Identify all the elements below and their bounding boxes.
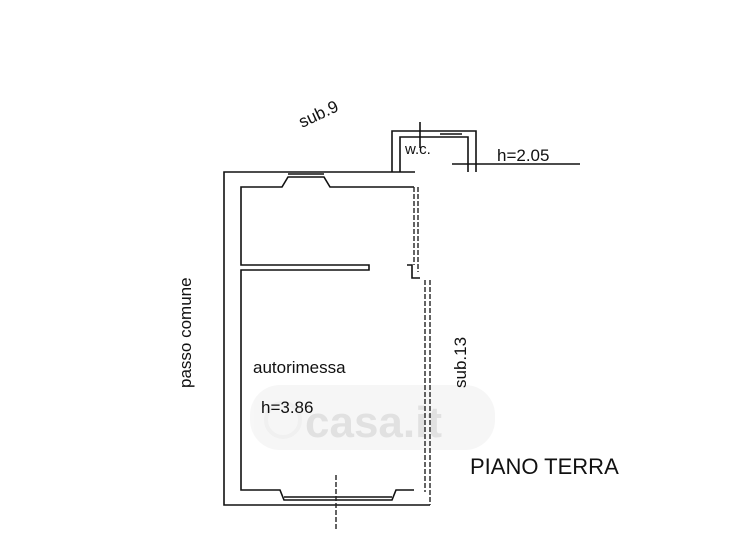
right-wall-dashed [407, 187, 431, 505]
label-sub-13: sub.13 [451, 337, 470, 388]
label-height-wc: h=2.05 [497, 146, 549, 165]
watermark-text: casa.it [305, 398, 442, 447]
garage-walls [223, 171, 430, 506]
label-autorimessa: autorimessa [253, 358, 346, 377]
label-wc: w.c. [404, 141, 431, 158]
label-passo-comune: passo comune [176, 277, 195, 388]
label-sub-9: sub.9 [296, 97, 342, 132]
floor-title: PIANO TERRA [470, 454, 619, 479]
watermark: casa.it [250, 385, 495, 450]
label-height-main: h=3.86 [261, 398, 313, 417]
wc-walls [391, 122, 580, 172]
